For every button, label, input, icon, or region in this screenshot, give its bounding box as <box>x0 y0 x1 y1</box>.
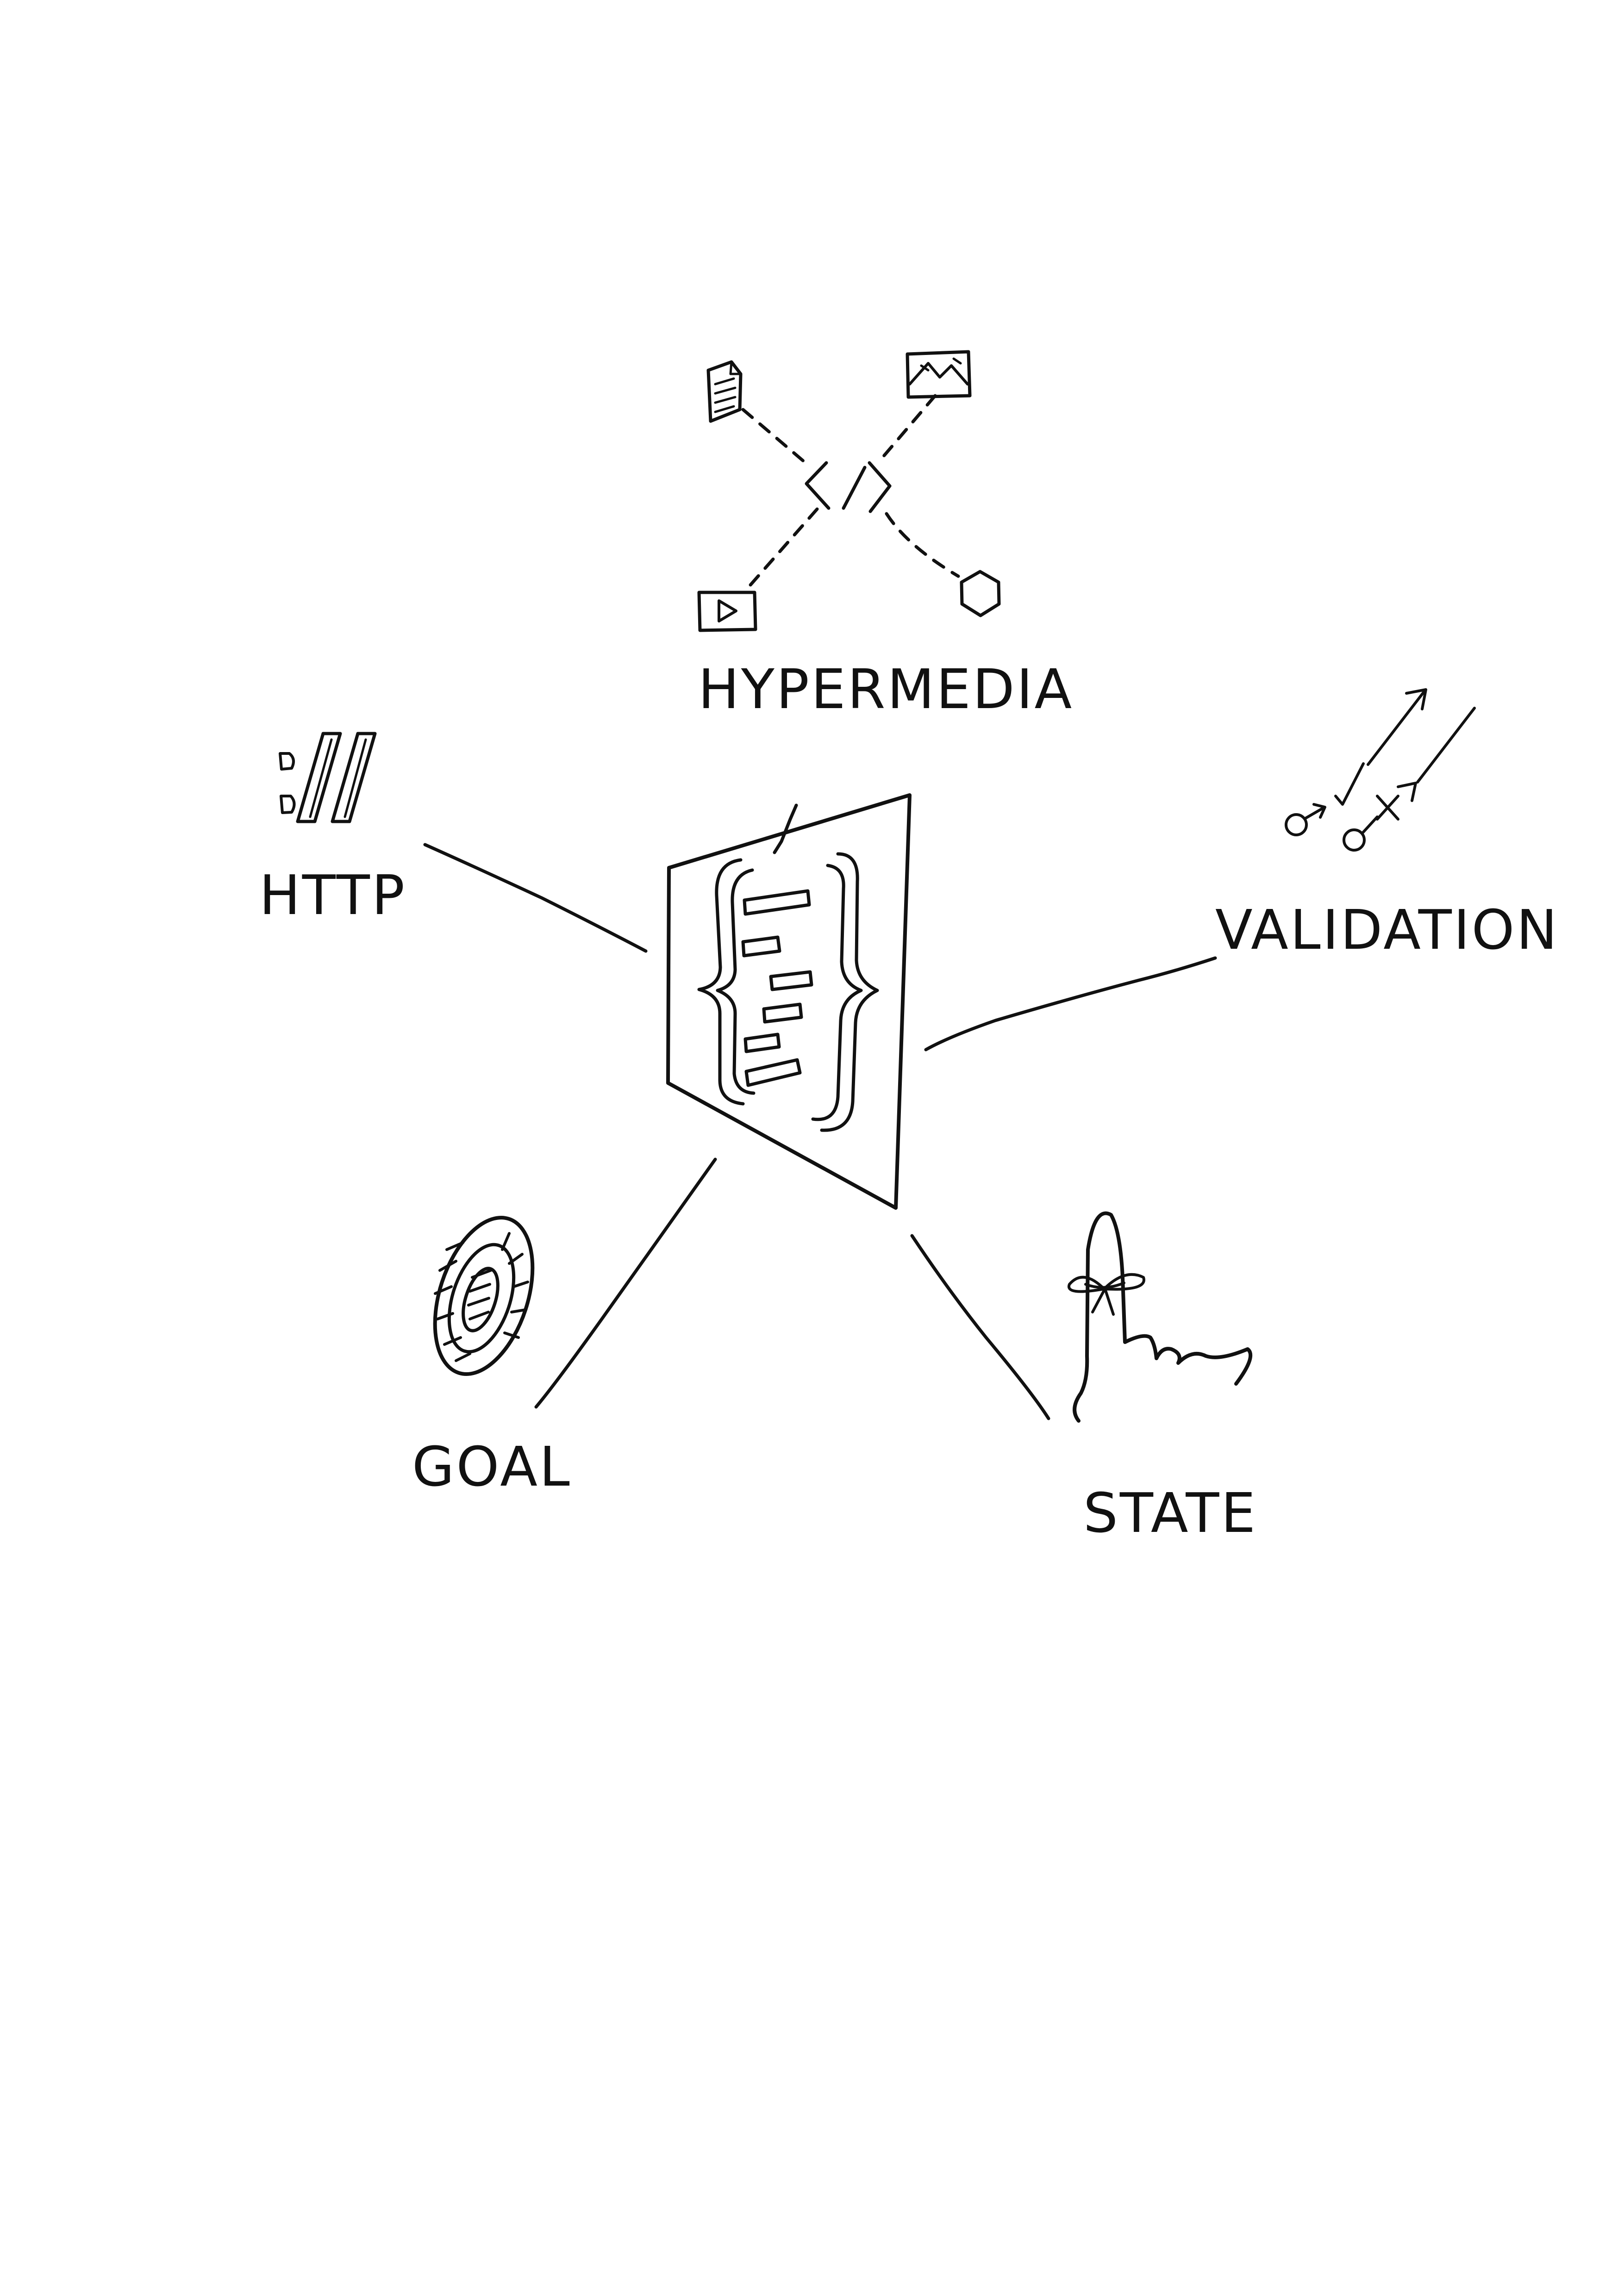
goal-label: GOAL <box>412 1435 572 1499</box>
validation-arrows-icon <box>1285 688 1476 852</box>
finger-string-icon <box>1068 1211 1253 1423</box>
hypermedia-links-icon <box>697 350 1001 632</box>
json-document-icon <box>666 793 912 1210</box>
connector-validation <box>924 956 1217 1052</box>
http-slashes-icon <box>279 732 377 823</box>
target-icon <box>433 1215 535 1376</box>
connector-hypermedia <box>773 803 798 854</box>
hexagon-icon <box>960 570 1001 617</box>
connector-http <box>423 843 648 953</box>
state-label: STATE <box>1083 1481 1257 1545</box>
hypermedia-label: HYPERMEDIA <box>698 657 1074 721</box>
connector-state <box>910 1234 1050 1420</box>
image-icon <box>906 350 972 399</box>
document-icon <box>706 360 743 423</box>
connector-goal <box>534 1157 717 1409</box>
video-play-icon <box>697 591 757 632</box>
http-label: HTTP <box>259 863 406 927</box>
validation-label: VALIDATION <box>1215 898 1559 962</box>
